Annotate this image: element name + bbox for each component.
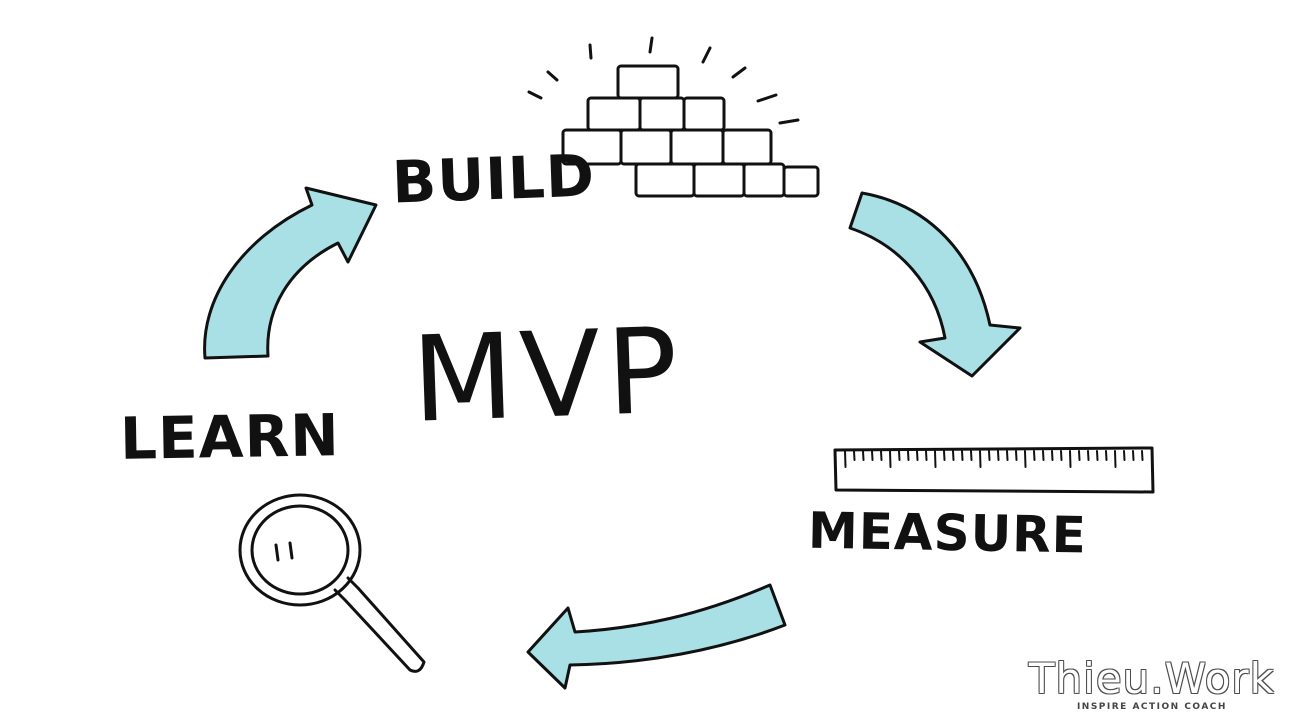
ruler-tick bbox=[844, 450, 847, 468]
learn-label: LEARN bbox=[119, 401, 341, 473]
ruler-tick bbox=[1051, 450, 1054, 461]
ruler-tick bbox=[961, 450, 964, 461]
ruler-tick bbox=[1087, 450, 1090, 461]
ruler-tick bbox=[934, 450, 937, 468]
ruler-tick bbox=[1132, 450, 1135, 461]
ruler-tick bbox=[997, 450, 1000, 461]
brick-wall-icon bbox=[527, 36, 820, 198]
ruler-tick bbox=[988, 450, 991, 461]
ruler-tick bbox=[1141, 450, 1144, 461]
ruler-tick bbox=[1069, 450, 1072, 468]
ruler-tick bbox=[1006, 450, 1009, 461]
ruler-tick bbox=[925, 450, 928, 461]
ruler-tick bbox=[1042, 450, 1045, 461]
build-label: BUILD bbox=[390, 141, 597, 217]
ruler-tick bbox=[1123, 450, 1126, 461]
watermark-tagline: INSPIRE ACTION COACH bbox=[1076, 702, 1227, 712]
ruler-tick bbox=[1114, 450, 1117, 468]
ruler-tick bbox=[1024, 450, 1027, 468]
magnifying-glass-icon bbox=[238, 493, 426, 673]
ruler-tick bbox=[898, 450, 901, 461]
ruler-icon bbox=[833, 446, 1155, 494]
ruler-tick bbox=[1096, 450, 1099, 461]
ruler-tick bbox=[1015, 450, 1018, 461]
ruler-tick bbox=[970, 450, 973, 461]
measure-label: MEASURE bbox=[807, 501, 1088, 565]
ruler-tick bbox=[853, 450, 856, 461]
arrow-build-to-measure bbox=[848, 191, 1022, 378]
ruler-tick bbox=[952, 450, 955, 461]
ruler-tick bbox=[916, 450, 919, 461]
mvp-center-label: MVP bbox=[409, 301, 687, 449]
ruler-tick bbox=[943, 450, 946, 461]
ruler-tick bbox=[1078, 450, 1081, 461]
watermark-logo: Thieu.Work INSPIRE ACTION COACH bbox=[1028, 654, 1275, 713]
arrow-measure-to-learn bbox=[526, 583, 787, 690]
ruler-tick bbox=[889, 450, 892, 468]
ruler-tick bbox=[880, 450, 883, 461]
ruler-tick bbox=[1105, 450, 1108, 461]
ruler-tick bbox=[862, 450, 865, 461]
ruler-tick bbox=[907, 450, 910, 461]
watermark-brand: Thieu.Work bbox=[1028, 654, 1275, 703]
ruler-tick bbox=[979, 450, 982, 468]
ruler-tick bbox=[1060, 450, 1063, 461]
arrow-learn-to-build bbox=[203, 186, 378, 360]
ruler-tick bbox=[871, 450, 874, 461]
ruler-tick bbox=[1033, 450, 1036, 461]
